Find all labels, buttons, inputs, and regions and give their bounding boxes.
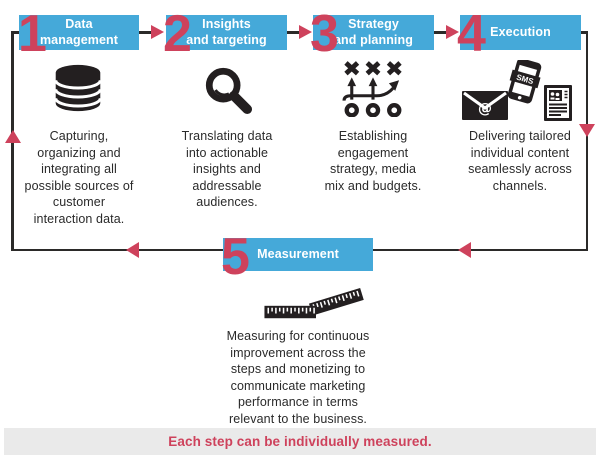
magnifier-icon — [203, 65, 253, 115]
step4-description: Delivering tailored individual content s… — [468, 129, 572, 193]
strategy-playbook-icon — [342, 61, 404, 117]
step4-number: 4 — [457, 5, 486, 63]
step3-header: Strategy and planning — [313, 15, 434, 50]
arrow-right-icon — [299, 25, 312, 39]
svg-text:@: @ — [478, 101, 492, 117]
flow-stub-right — [579, 31, 588, 34]
connector-2-3 — [287, 31, 300, 34]
step2-title: Insights and targeting — [186, 16, 267, 47]
flow-line-right-vertical — [585, 31, 588, 251]
step3-title: Strategy and planning — [334, 16, 413, 47]
connector-3-4 — [434, 31, 447, 34]
arrow-up-icon — [4, 130, 21, 143]
connector-1-2 — [139, 31, 152, 34]
step2-number: 2 — [163, 5, 192, 63]
step4-header: Execution — [460, 15, 581, 50]
footer-bar: Each step can be individually measured. — [4, 428, 596, 455]
step1-title: Data management — [39, 16, 119, 47]
step3-number: 3 — [310, 5, 339, 63]
step4-title: Execution — [490, 24, 551, 39]
arrow-down-icon — [579, 124, 595, 137]
arrow-left-icon — [126, 242, 139, 258]
database-icon — [52, 64, 104, 112]
footer-note: Each step can be individually measured. — [168, 434, 432, 449]
arrow-left-icon — [458, 242, 471, 258]
step2-description: Translating data into actionable insight… — [181, 129, 273, 209]
ruler-icon — [262, 281, 370, 323]
step1-header: Data management — [19, 15, 139, 50]
step1-number: 1 — [18, 5, 47, 63]
flow-stub-left — [11, 31, 21, 34]
newspaper-icon — [544, 85, 572, 121]
sms-phone-icon: SMS — [507, 60, 542, 104]
email-icon: @ — [462, 91, 508, 120]
step2-header: Insights and targeting — [166, 15, 287, 50]
step5-description: Measuring for continuous improvement acr… — [226, 329, 370, 426]
arrow-right-icon — [151, 25, 164, 39]
step1-description: Capturing, organizing and integrating al… — [24, 129, 134, 226]
step5-title: Measurement — [257, 246, 339, 261]
step5-header: Measurement — [223, 238, 373, 271]
arrow-right-icon — [446, 25, 459, 39]
channels-icon: @ SMS — [462, 60, 574, 122]
step3-description: Establishing engagement strategy, media … — [324, 129, 422, 193]
step5-number: 5 — [221, 228, 250, 286]
